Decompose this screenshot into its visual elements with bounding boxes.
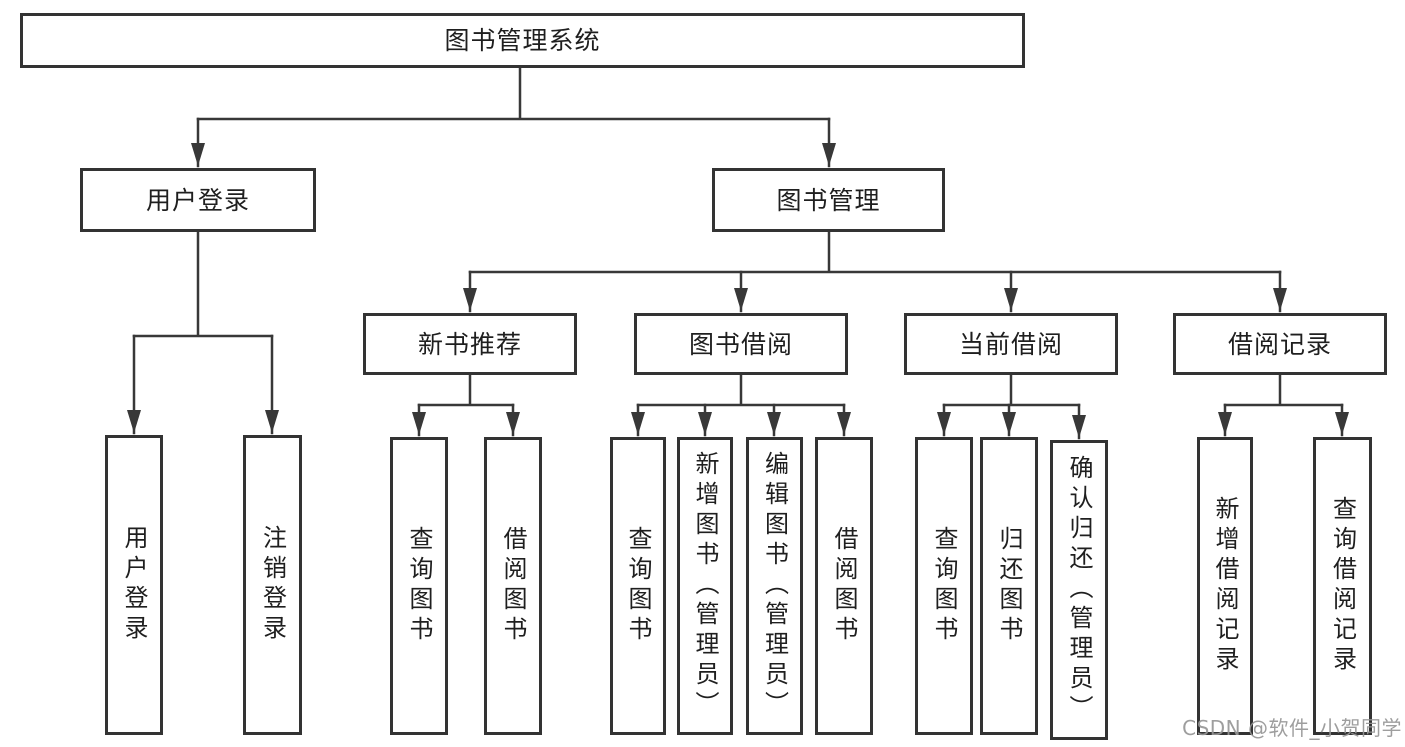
node-new-book-recommend: 新书推荐 <box>363 313 577 375</box>
leaf-bb-query-books: 查询图书 <box>610 437 666 735</box>
leaf-bb-add-books-admin: 新增图书（管理员） <box>677 437 733 735</box>
leaf-cb-query-books: 查询图书 <box>915 437 973 735</box>
node-user-login: 用户登录 <box>80 168 316 232</box>
leaf-bb-edit-books-admin: 编辑图书（管理员） <box>746 437 803 735</box>
node-borrowing-records: 借阅记录 <box>1173 313 1387 375</box>
leaf-nb-borrow-books: 借阅图书 <box>484 437 542 735</box>
leaf-br-add-record: 新增借阅记录 <box>1197 437 1253 735</box>
leaf-cb-return-books: 归还图书 <box>980 437 1038 735</box>
leaf-br-query-record: 查询借阅记录 <box>1313 437 1372 735</box>
node-library-system: 图书管理系统 <box>20 13 1025 68</box>
csdn-watermark: CSDN @软件_小贺同学 <box>1182 716 1402 740</box>
node-book-borrowing: 图书借阅 <box>634 313 848 375</box>
leaf-bb-borrow-books: 借阅图书 <box>815 437 873 735</box>
node-book-management: 图书管理 <box>712 168 945 232</box>
node-current-borrowing: 当前借阅 <box>904 313 1118 375</box>
leaf-user-login: 用户登录 <box>105 435 163 735</box>
leaf-logout: 注销登录 <box>243 435 302 735</box>
leaf-cb-confirm-return-admin: 确认归还（管理员） <box>1050 440 1108 740</box>
leaf-nb-query-books: 查询图书 <box>390 437 448 735</box>
